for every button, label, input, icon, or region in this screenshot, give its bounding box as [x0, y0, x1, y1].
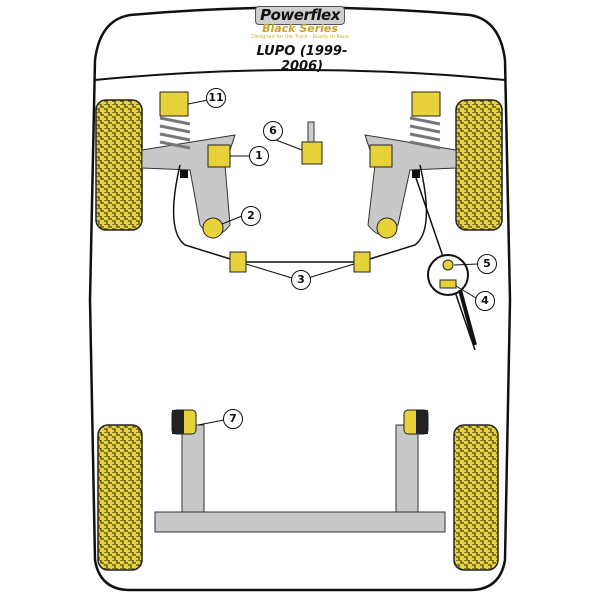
callout-5: 5 — [477, 254, 497, 274]
callout-1: 1 — [249, 146, 269, 166]
rear-beam — [154, 511, 446, 533]
car-body-outline — [88, 6, 512, 592]
rear-left-tyre — [97, 424, 143, 571]
logo-tagline: Designed for the Track - Ready to Race — [251, 34, 349, 40]
callout-3: 3 — [291, 270, 311, 290]
callout-7: 7 — [223, 409, 243, 429]
callout-4: 4 — [475, 291, 495, 311]
logo-series: Black Series — [262, 22, 338, 35]
bush-6 — [301, 141, 323, 165]
callout-2: 2 — [241, 206, 261, 226]
rear-trailing-arm-left — [181, 424, 205, 521]
anti-roll-bar — [172, 164, 428, 263]
bush-2-left — [202, 217, 224, 239]
callout-6: 6 — [263, 121, 283, 141]
front-left-tyre — [95, 99, 143, 231]
front-right-tyre — [455, 99, 503, 231]
callout-11: 11 — [206, 88, 226, 108]
rear-right-tyre — [453, 424, 499, 571]
powerflex-logo: Powerflex Black Series Designed for the … — [238, 5, 362, 40]
logo-brand: Powerflex — [255, 6, 345, 25]
model-title: LUPO (1999-2006) — [256, 44, 348, 74]
bush-1-left — [207, 144, 231, 168]
